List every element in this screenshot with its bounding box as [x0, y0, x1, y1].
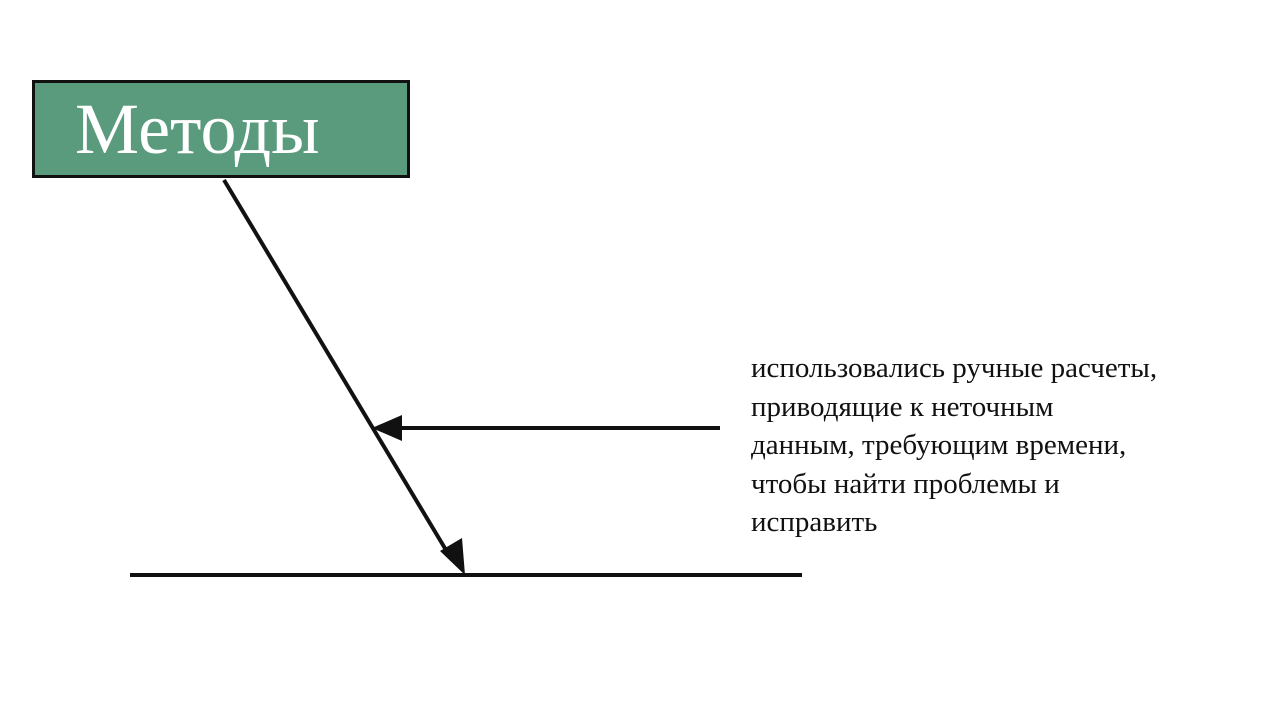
category-box: Методы: [32, 80, 410, 178]
cause-text: использовались ручные расчеты, приводящи…: [751, 352, 1158, 538]
category-bone-line: [222, 178, 454, 562]
category-bone-arrowhead: [440, 538, 465, 575]
category-title: Методы: [75, 89, 320, 169]
cause-arrowhead: [372, 415, 402, 441]
